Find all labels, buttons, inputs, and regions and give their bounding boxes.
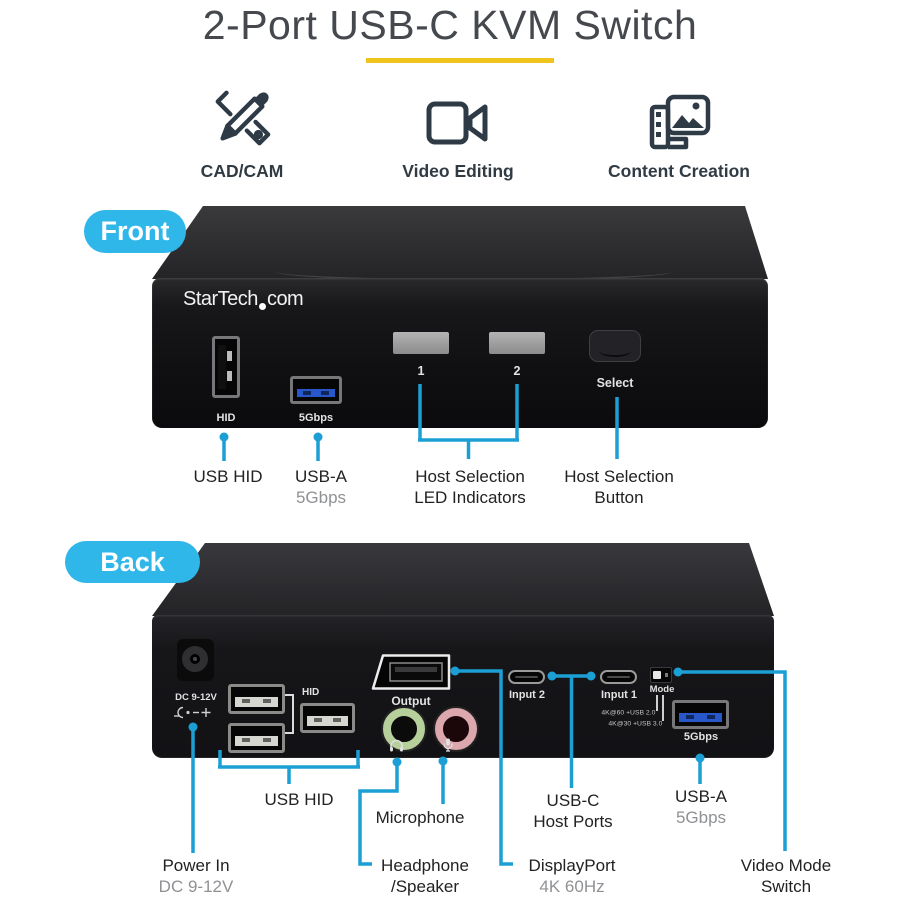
callout-line: Button: [594, 488, 644, 507]
callout-line: USB HID: [264, 790, 334, 809]
output-label: Output: [391, 694, 431, 708]
callout-subline: 4K 60Hz: [539, 877, 605, 896]
callout-front-usba: USB-A 5Gbps: [295, 466, 347, 508]
pencil-ruler-icon: [215, 90, 271, 146]
callout-line: /Speaker: [390, 877, 460, 896]
video-mode-switch: [650, 667, 672, 683]
back-usb-hid-port-1: [228, 684, 285, 714]
callout-line: Microphone: [375, 808, 465, 827]
startech-logo-dot: [258, 303, 266, 310]
headphone-icon: [390, 739, 403, 752]
front-usb-hid-port: [212, 336, 240, 398]
usb-tongue: [307, 716, 348, 726]
callout-back-usba: USB-A 5Gbps: [675, 786, 727, 828]
mode-tick-2: [662, 695, 664, 721]
callout-line: USB-C: [546, 791, 600, 810]
front-usba-tongue: [297, 389, 335, 397]
hid-group-bracket: [285, 694, 294, 734]
callout-line: USB HID: [193, 467, 263, 486]
callout-line: Host Selection: [564, 467, 674, 486]
callout-microphone: Microphone: [376, 807, 465, 828]
dc-power-label: DC 9-12V: [175, 692, 217, 703]
callout-power-in: Power In DC 9-12V: [159, 855, 234, 897]
callout-line: Host Selection: [415, 467, 525, 486]
select-button: [589, 330, 641, 362]
callout-front-select: Host Selection Button: [564, 466, 674, 508]
host-led-2: [489, 332, 545, 354]
back-section-badge: Back: [65, 541, 200, 583]
back-device-top-face: [152, 543, 774, 616]
headphone-jack: [383, 708, 425, 750]
video-camera-icon: [426, 101, 488, 145]
callout-line: USB-A: [675, 787, 727, 806]
back-usb-hid-port-3: [300, 703, 355, 733]
back-usba-5gbps-port: [672, 700, 729, 729]
callout-displayport: DisplayPort 4K 60Hz: [529, 855, 616, 897]
front-badge-label: Front: [100, 216, 170, 246]
use-case-label-content-creation: Content Creation: [608, 161, 750, 181]
dc-polarity-icon: [174, 706, 211, 719]
host-led-1: [393, 332, 449, 354]
front-section-badge: Front: [84, 210, 186, 253]
usb-tongue: [235, 697, 278, 707]
microphone-icon: [443, 738, 453, 752]
back-usba-tongue: [679, 713, 722, 722]
callout-front-usb-hid: USB HID: [194, 466, 263, 487]
usbc-input1-port: [600, 670, 637, 684]
callout-line: Host Ports: [533, 812, 613, 831]
callout-headphone: Headphone /Speaker: [381, 855, 469, 897]
input2-label: Input 2: [508, 689, 546, 701]
front-hid-port-label: HID: [216, 412, 236, 424]
callout-subline: 5Gbps: [295, 488, 347, 507]
input1-label: Input 1: [600, 689, 638, 701]
callout-line: Switch: [760, 877, 812, 896]
callout-line: DisplayPort: [528, 856, 616, 875]
callout-subline: DC 9-12V: [158, 877, 234, 896]
callout-front-leds: Host Selection LED Indicators: [414, 466, 526, 508]
callout-usbc-host-ports: USB-C Host Ports: [533, 790, 612, 832]
title-underline: [366, 58, 554, 63]
callout-line: Video Mode: [740, 856, 832, 875]
use-case-label-cadcam: CAD/CAM: [200, 161, 284, 181]
front-usba-port-label: 5Gbps: [298, 412, 334, 424]
host-led-2-number: 2: [513, 364, 521, 378]
select-button-label: Select: [596, 376, 634, 390]
callout-line: USB-A: [295, 467, 347, 486]
usb-tongue: [235, 736, 278, 746]
usbc-input2-port: [508, 670, 545, 684]
back-badge-label: Back: [100, 546, 165, 577]
mode-option-1: 4K@60 +USB 2.0: [601, 709, 655, 717]
startech-logo-text: StarTech: [183, 288, 258, 310]
use-case-label-video-editing: Video Editing: [402, 161, 514, 181]
kvm-back-view: DC 9-12V HID: [152, 540, 782, 758]
mode-tick-1: [656, 695, 658, 711]
callout-line: LED Indicators: [414, 488, 526, 507]
displayport-output-port: [371, 654, 451, 690]
film-photo-icon: [649, 94, 711, 150]
callout-line: Headphone: [381, 856, 469, 875]
dc-power-jack: [177, 639, 214, 681]
back-usb-hid-port-2: [228, 723, 285, 753]
mode-option-2: 4K@30 +USB 3.0: [608, 720, 662, 728]
kvm-front-view: StarTech com HID 5Gbps 1 2 Select: [150, 205, 768, 429]
callout-subline: 5Gbps: [675, 808, 727, 827]
startech-logo-suffix: com: [266, 288, 304, 310]
microphone-jack: [435, 708, 477, 750]
callout-back-usb-hid: USB HID: [265, 789, 334, 810]
callout-line: Power In: [162, 856, 230, 875]
page-title: 2-Port USB-C KVM Switch: [202, 2, 698, 48]
callout-video-mode-switch: Video Mode Switch: [741, 855, 831, 897]
startech-logo: StarTech com: [183, 288, 304, 311]
back-usba-port-label: 5Gbps: [683, 731, 719, 743]
host-led-1-number: 1: [417, 364, 425, 378]
front-usba-5gbps-port: [290, 376, 342, 404]
hid-group-label: HID: [302, 687, 320, 698]
mode-label: Mode: [649, 684, 675, 695]
